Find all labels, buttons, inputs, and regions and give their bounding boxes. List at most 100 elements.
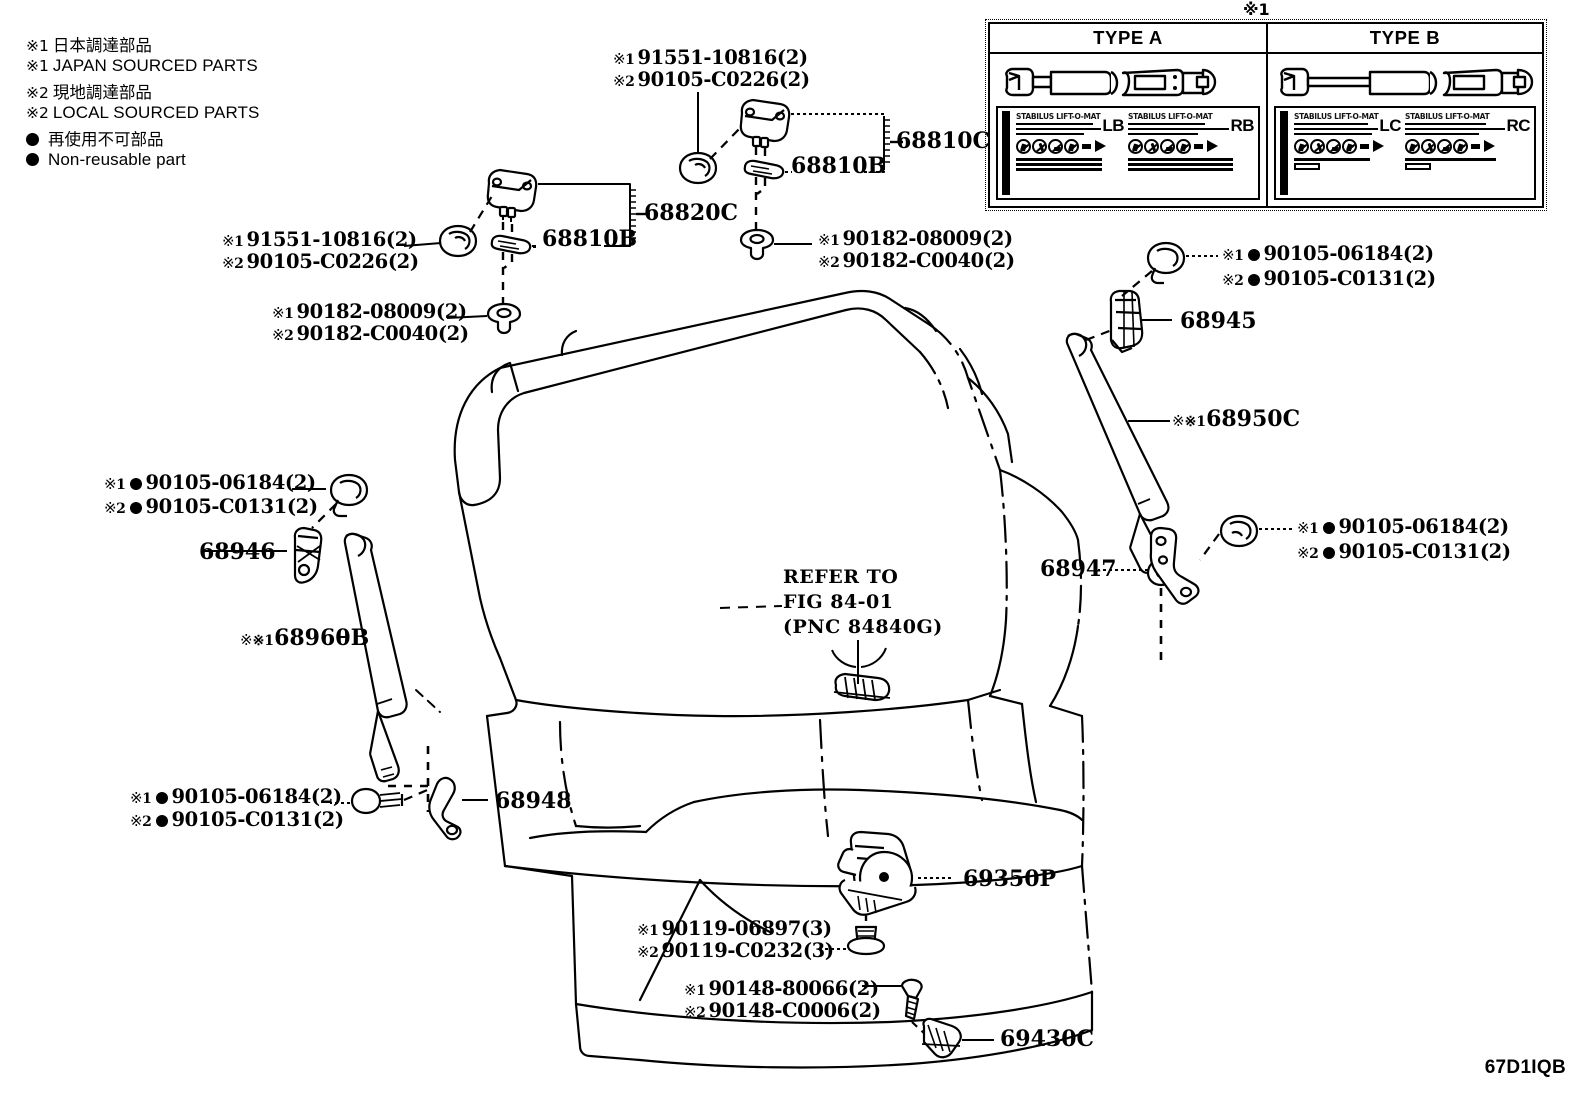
warning-pictogram-icon — [1310, 138, 1325, 154]
refer-to-note: REFER TO FIG 84-01 (PNC 84840G) — [783, 565, 943, 640]
part-label-68820c: 68820C — [644, 200, 739, 226]
label-brand: STABILUS LIFT-O-MAT — [1128, 112, 1213, 121]
label-brand: STABILUS LIFT-O-MAT — [1405, 112, 1490, 121]
legend-mark: ※2 — [26, 83, 49, 102]
legend-text: Non-reusable part — [48, 149, 186, 169]
type-a-strut-illustration — [996, 60, 1260, 104]
legend-text: 現地調達部品 — [52, 82, 152, 102]
part-label-68946: 68946 — [199, 539, 276, 565]
warning-pictogram-icon — [1437, 138, 1452, 154]
non-reusable-dot-icon — [26, 132, 39, 146]
part-label-68945: 68945 — [1180, 308, 1257, 334]
typebox-mark: ※1 — [1243, 0, 1270, 19]
non-reusable-dot-icon — [1247, 274, 1260, 286]
legend-text: LOCAL SOURCED PARTS — [52, 102, 260, 122]
type-b-code-rc: RC — [1505, 116, 1530, 136]
part-label-68810c: 68810C — [896, 128, 991, 154]
warning-pictogram-icon — [1453, 138, 1468, 154]
part-label-68950c: ※※168950C — [1172, 406, 1301, 432]
type-a-title: TYPE A — [990, 24, 1266, 54]
type-column-b: TYPE B — [1266, 24, 1542, 206]
type-a-label-frame: STABILUS LIFT-O-MAT LB — [996, 106, 1260, 200]
type-b-code-lc: LC — [1378, 116, 1401, 136]
legend-mark: ※1 — [26, 57, 49, 76]
legend-text: JAPAN SOURCED PARTS — [52, 56, 258, 76]
part-label-68810b-left: 68810B — [542, 226, 638, 252]
non-reusable-dot-icon — [1247, 249, 1260, 261]
refer-line-1: REFER TO — [783, 566, 899, 588]
hw-center-handle — [719, 605, 891, 702]
warning-pictogram-icon — [1064, 138, 1079, 154]
legend-row: ※2 現地調達部品 — [26, 83, 356, 103]
legend-row: Non-reusable part — [26, 150, 356, 171]
type-a-label-left: STABILUS LIFT-O-MAT LB — [998, 108, 1128, 198]
warning-pictogram-icon — [1326, 138, 1341, 154]
legend-row: ※1 JAPAN SOURCED PARTS — [26, 56, 356, 77]
non-reusable-dot-icon — [155, 792, 168, 804]
legend-block: ※1 日本調達部品 ※1 JAPAN SOURCED PARTS ※2 現地調達… — [26, 36, 356, 171]
hw-69430c — [862, 978, 994, 1059]
part-label-68947: 68947 — [1040, 556, 1117, 582]
type-b-label-right: STABILUS LIFT-O-MAT RC — [1405, 108, 1534, 198]
non-reusable-dot-icon — [1322, 522, 1335, 534]
part-label-69350p: 69350P — [963, 866, 1057, 892]
label-brand: STABILUS LIFT-O-MAT — [1294, 112, 1379, 121]
type-a-label-right: STABILUS LIFT-O-MAT RB — [1128, 108, 1258, 198]
warning-pictogram-icon — [1128, 138, 1143, 154]
hw-68820c — [403, 168, 650, 335]
non-reusable-dot-icon — [129, 502, 142, 514]
label-brand: STABILUS LIFT-O-MAT — [1016, 112, 1101, 121]
non-reusable-dot-icon — [129, 478, 142, 490]
non-reusable-dot-icon — [26, 152, 39, 166]
type-b-strut-illustration — [1274, 60, 1536, 104]
legend-mark: ※2 — [26, 103, 49, 122]
hw-69350p — [818, 830, 954, 956]
diagram-code: 67D1IQB — [1484, 1057, 1566, 1078]
warning-pictogram-icon — [1016, 138, 1031, 154]
type-b-title: TYPE B — [1268, 24, 1542, 54]
type-column-a: TYPE A — [990, 24, 1266, 206]
hw-68947 — [1098, 514, 1292, 605]
warning-pictogram-icon — [1160, 138, 1175, 154]
warning-pictogram-icon — [1421, 138, 1436, 154]
hw-left-strut — [203, 473, 488, 841]
legend-row: ※2 LOCAL SOURCED PARTS — [26, 103, 356, 124]
part-label-68960b: ※※168960B — [240, 625, 370, 651]
legend-row: ※1 日本調達部品 — [26, 36, 356, 56]
legend-mark: ※1 — [26, 37, 49, 55]
type-a-code-lb: LB — [1101, 116, 1124, 136]
hw-68810c — [678, 92, 903, 261]
part-label-69430c: 69430C — [1000, 1026, 1095, 1052]
legend-text: 再使用不可部品 — [48, 129, 164, 149]
warning-pictogram-icon — [1176, 138, 1191, 154]
type-b-label-frame: STABILUS LIFT-O-MAT LC — [1274, 106, 1536, 200]
part-label-68810b-top: 68810B — [791, 153, 887, 179]
warning-pictogram-icon — [1032, 138, 1047, 154]
warning-pictogram-icon — [1405, 138, 1420, 154]
warning-pictogram-icon — [1342, 138, 1357, 154]
warning-pictogram-icon — [1048, 138, 1063, 154]
legend-text: 日本調達部品 — [52, 36, 152, 55]
type-b-label-left: STABILUS LIFT-O-MAT LC — [1276, 108, 1405, 198]
part-label-68948: 68948 — [495, 788, 572, 814]
